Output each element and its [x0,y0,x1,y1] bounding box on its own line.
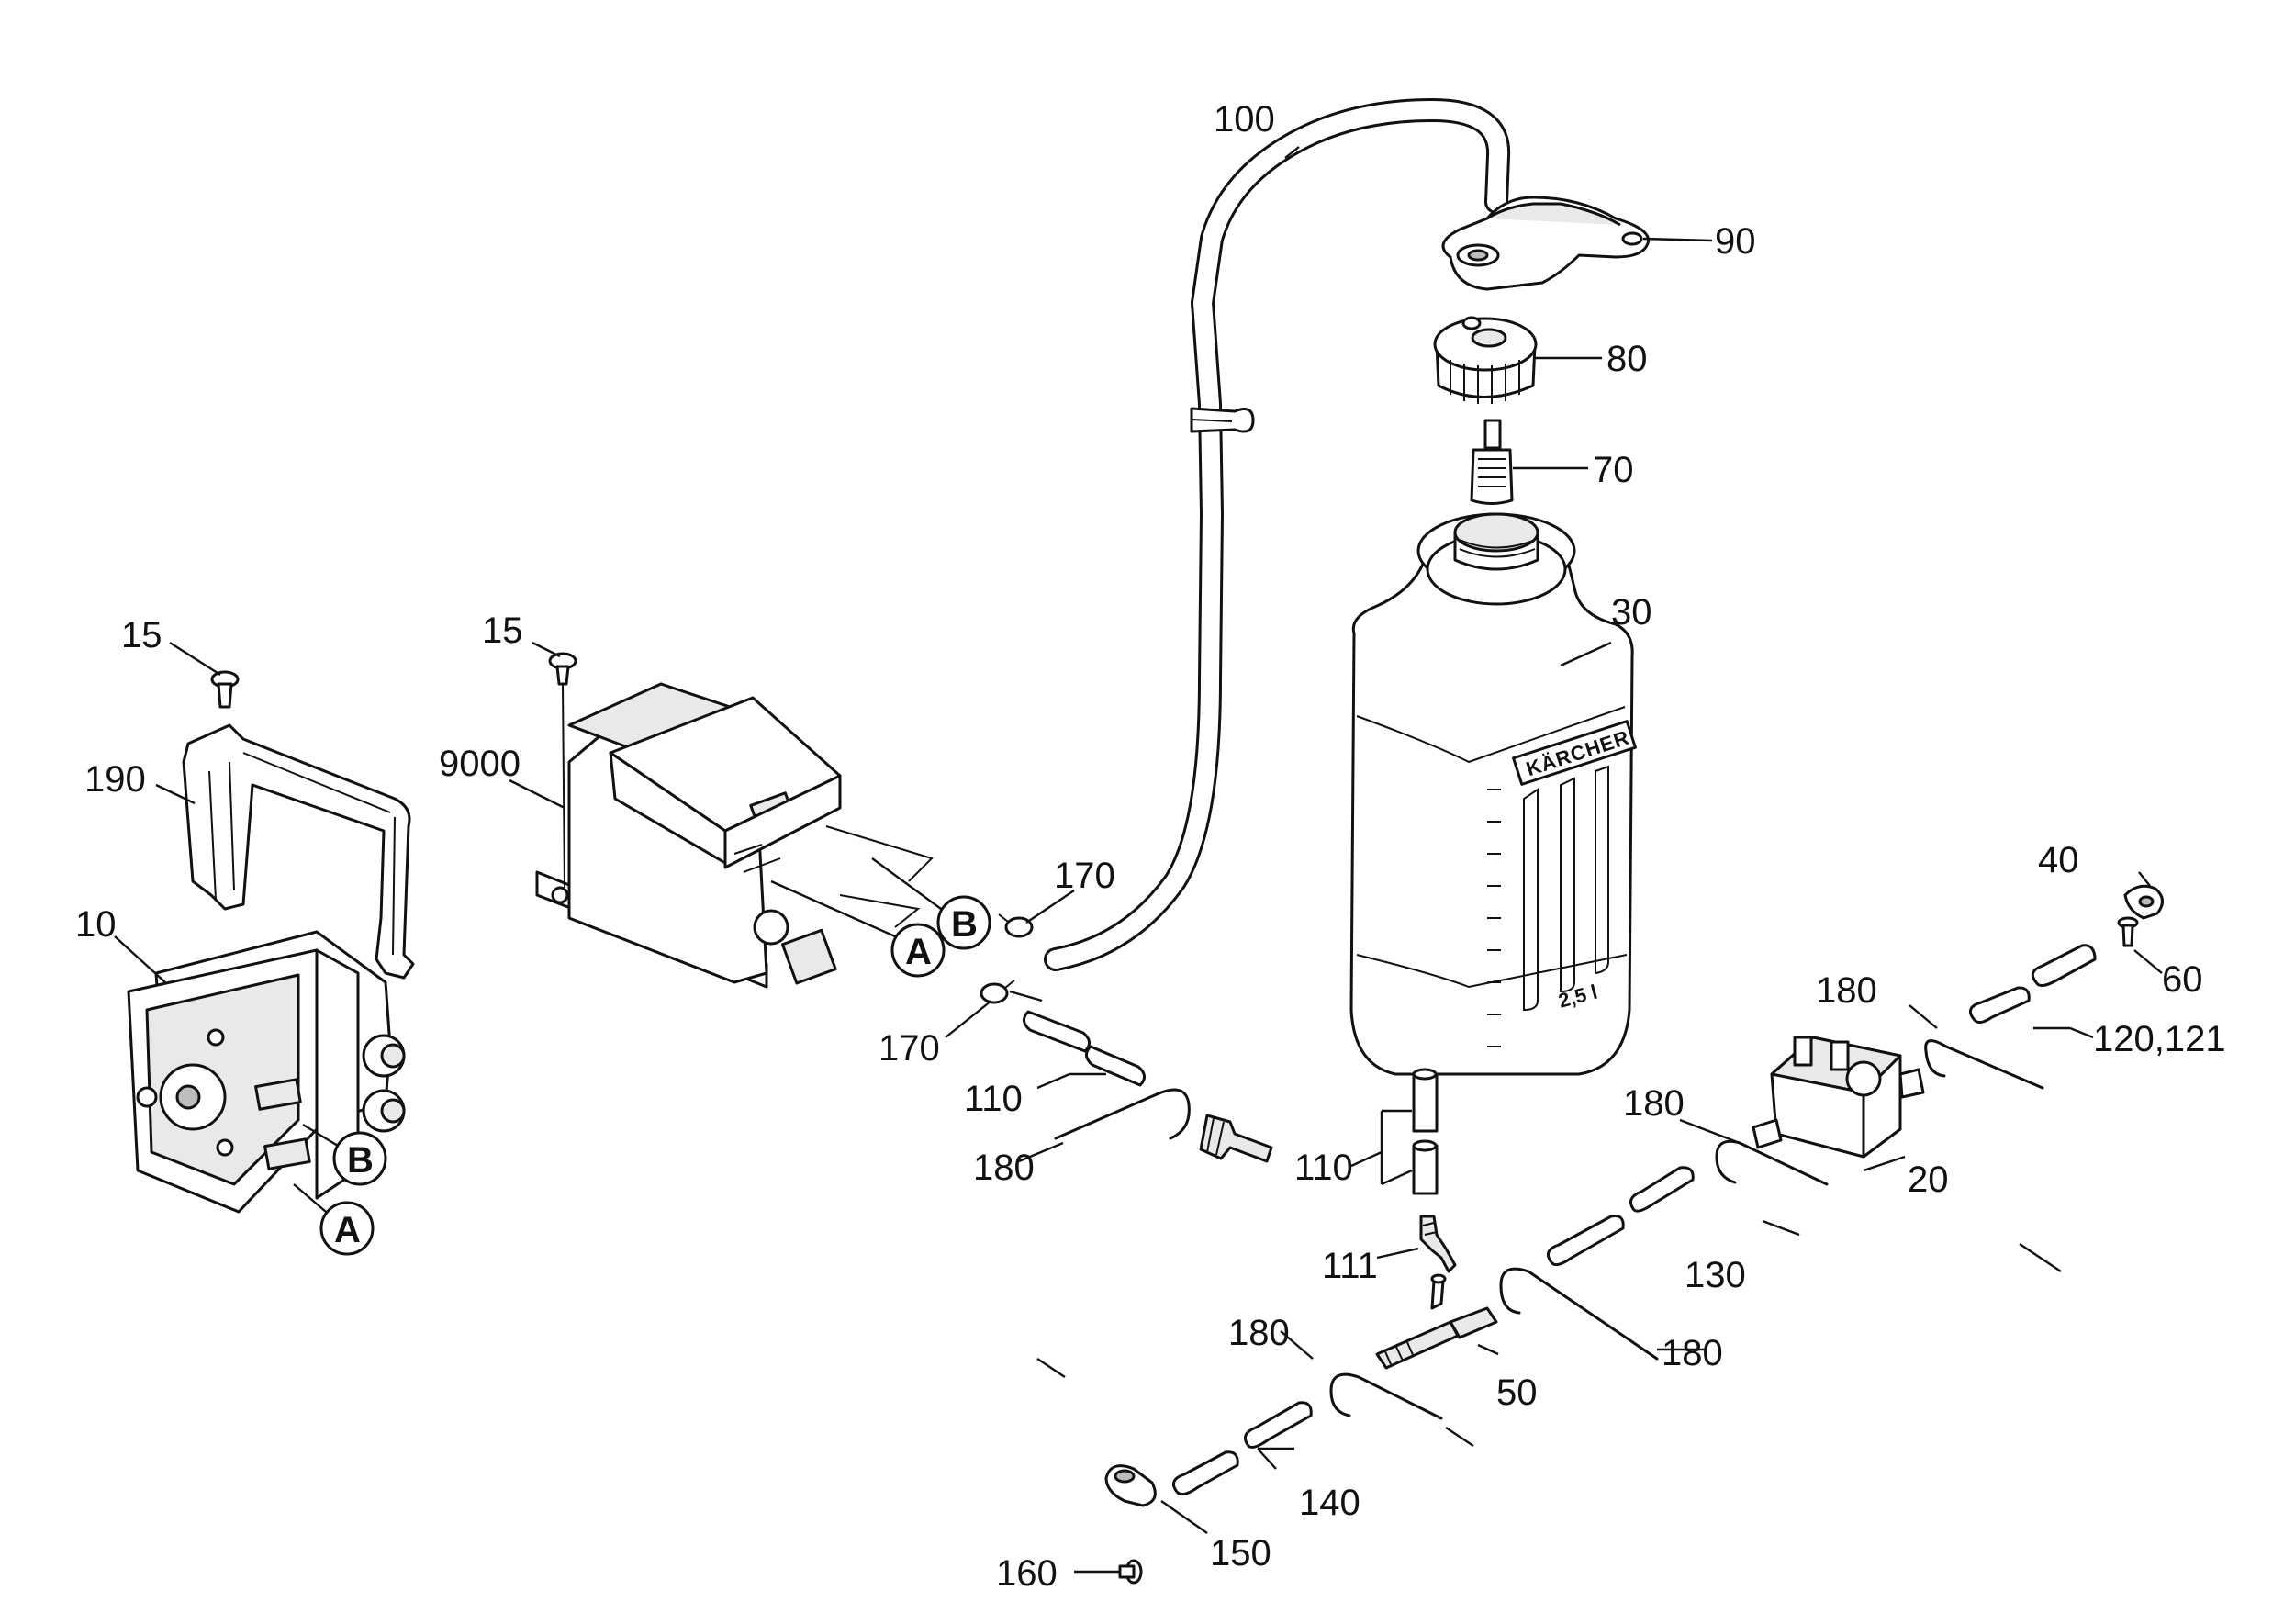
hose-140 [1171,1401,1313,1496]
detergent-canister-30: KÄRCHER 2,5 l [1349,512,1637,1076]
label-180-a: 180 [973,1148,1035,1188]
label-9000: 9000 [439,744,521,784]
t-piece-50 [1375,1273,1498,1370]
label-140: 140 [1299,1483,1360,1523]
callout-a-housing: A [770,879,946,978]
bracket-190 [182,723,415,980]
housing-9000 [535,682,934,989]
wire-clip-180-e [1329,1372,1443,1420]
label-150: 150 [1210,1533,1271,1574]
screw-15-mid [548,652,577,891]
label-80: 80 [1606,339,1648,379]
leader-lines [114,146,2163,1574]
screw-160 [1118,1559,1143,1585]
hose-120-121 [1968,944,2097,1024]
label-180-d: 180 [1662,1333,1723,1373]
callout-a-housing-label: A [905,932,932,972]
label-160: 160 [996,1553,1058,1594]
callout-a-pump: A [293,1183,375,1256]
connector-111 [1419,1215,1457,1273]
filter-70 [1470,419,1514,505]
valve-20 [1752,1036,1925,1159]
callout-b-label: B [347,1140,374,1181]
label-40: 40 [2038,840,2079,880]
label-170-top: 170 [1054,856,1115,896]
label-10: 10 [75,904,117,945]
wire-clip-180-c [1924,1039,2044,1090]
wire-clip-180-a [1054,1088,1191,1140]
cap-lever-90 [1441,196,1651,291]
screw-cap-80 [1433,316,1538,404]
clip-40 [2123,884,2164,920]
label-15-mid: 15 [482,610,523,651]
label-20: 20 [1908,1159,1949,1200]
label-120-121: 120,121 [2093,1019,2226,1059]
label-130: 130 [1685,1255,1746,1295]
label-180-b: 180 [1623,1083,1685,1124]
part-labels: 15 190 10 15 9000 100 90 80 70 30 170 17… [75,99,2226,1594]
label-30: 30 [1611,592,1652,633]
label-170-bottom: 170 [879,1028,940,1069]
label-60: 60 [2162,959,2203,1000]
hose-110-mid [1412,1068,1439,1195]
clamp-170-bottom [980,980,1015,1004]
callout-a-label: A [334,1210,361,1250]
label-180-c: 180 [1816,970,1877,1011]
wire-clip-180-b [1715,1139,1829,1186]
hose-100 [1044,98,1511,971]
label-111: 111 [1322,1246,1378,1286]
label-110-left: 110 [964,1079,1023,1119]
hose-130 [1546,1166,1695,1267]
clamp-170-top [998,913,1034,938]
screw-60 [2117,916,2139,947]
pump-10 [127,930,406,1214]
callout-b-pump: B [302,1123,387,1186]
clip-150 [1104,1464,1157,1507]
label-100: 100 [1214,99,1275,140]
callout-b-housing: B [871,857,991,950]
hose-110-left [1023,1010,1146,1087]
fitting-left [1199,1114,1273,1163]
label-15-left: 15 [121,615,162,655]
callout-b-housing-label: B [951,904,978,945]
label-50: 50 [1496,1372,1538,1413]
label-180-e: 180 [1228,1313,1290,1353]
wire-clip-180-d [1499,1267,1659,1361]
label-90: 90 [1715,221,1756,262]
label-70: 70 [1593,450,1634,490]
label-110-mid: 110 [1294,1148,1353,1188]
label-190: 190 [84,759,146,800]
screw-15-left [210,670,240,709]
